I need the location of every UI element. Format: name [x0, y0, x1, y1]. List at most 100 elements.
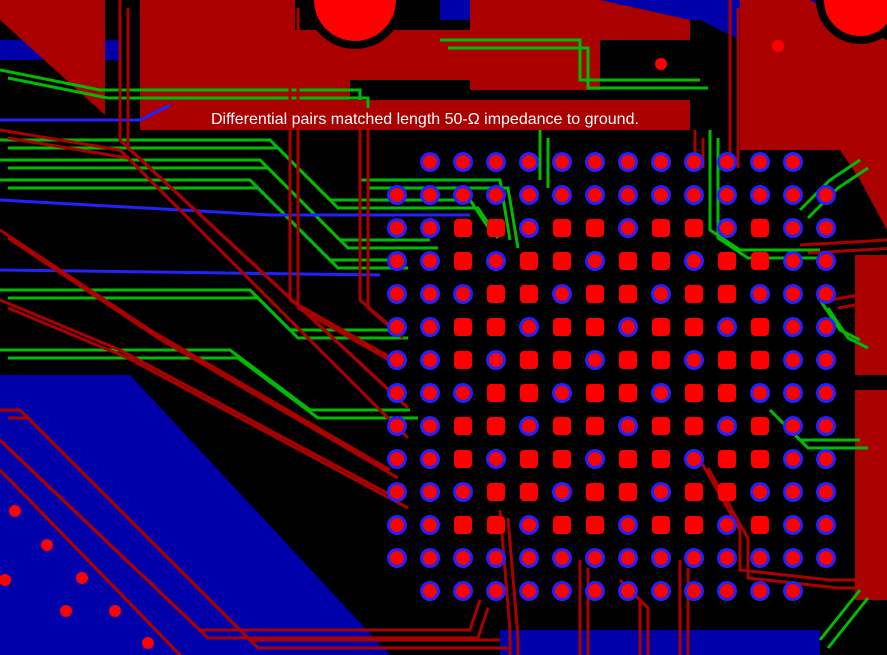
pad-center — [621, 188, 635, 202]
bga-pad — [585, 350, 605, 370]
bga-pad — [586, 384, 604, 402]
bga-pad — [519, 416, 539, 436]
trace-pair — [837, 301, 869, 310]
bga-pad — [651, 581, 671, 601]
smd-pad — [487, 483, 505, 501]
bga-pad — [585, 581, 605, 601]
bga-pad — [619, 252, 637, 270]
pad-center — [621, 518, 635, 532]
trace-pair — [8, 356, 418, 420]
bga-pad — [520, 384, 538, 402]
smd-pad — [718, 450, 736, 468]
bga-pad — [585, 185, 605, 205]
pad-center — [687, 584, 701, 598]
trace — [0, 348, 410, 412]
trace-pair — [826, 597, 870, 649]
smd-pad — [520, 450, 538, 468]
pad-center — [819, 452, 833, 466]
pad-center — [423, 320, 437, 334]
bga-pad — [420, 218, 440, 238]
bga-pad — [685, 285, 703, 303]
pad-center — [522, 221, 536, 235]
bga-pad — [816, 284, 836, 304]
pad-center — [753, 485, 767, 499]
bga-pad — [454, 516, 472, 534]
smd-pad — [454, 516, 472, 534]
bga-pad — [486, 581, 506, 601]
trace — [440, 38, 700, 82]
smd-pad — [751, 219, 769, 237]
smd-pad — [487, 219, 505, 237]
trace — [498, 509, 512, 655]
bga-pad — [618, 218, 638, 238]
trace-pair — [126, 8, 410, 410]
bga-pad — [652, 219, 670, 237]
bga-pad — [520, 351, 538, 369]
smd-pad — [586, 516, 604, 534]
bga-pad — [685, 219, 703, 237]
bga-pad — [651, 185, 671, 205]
pad-center — [654, 287, 668, 301]
bga-pad — [816, 317, 836, 337]
bga-pad — [651, 383, 671, 403]
smd-pad — [553, 252, 571, 270]
pad-center — [753, 386, 767, 400]
bga-pad — [816, 416, 836, 436]
bga-pad — [618, 185, 638, 205]
bga-pad — [487, 483, 505, 501]
pad-center — [390, 419, 404, 433]
bga-pad — [618, 548, 638, 568]
bga-pad — [651, 548, 671, 568]
bga-pad — [751, 351, 769, 369]
smd-pad — [652, 417, 670, 435]
bga-pad — [520, 252, 538, 270]
bga-pad — [420, 185, 440, 205]
bga-pad — [519, 218, 539, 238]
smd-pad — [652, 516, 670, 534]
bga-pad — [684, 581, 704, 601]
bga-pad — [684, 152, 704, 172]
bga-pad — [717, 317, 737, 337]
pad-center — [687, 452, 701, 466]
pad-center — [621, 320, 635, 334]
pad-center — [786, 254, 800, 268]
bga-pad — [454, 318, 472, 336]
bga-pad — [816, 350, 836, 370]
smd-pad — [751, 450, 769, 468]
smd-pad — [520, 483, 538, 501]
trace-pair — [296, 8, 404, 370]
smd-pad — [685, 417, 703, 435]
bga-pad — [717, 515, 737, 535]
bga-pad — [652, 450, 670, 468]
pad-center — [687, 188, 701, 202]
pad-center — [720, 518, 734, 532]
pad-center — [753, 287, 767, 301]
pad-center — [786, 155, 800, 169]
smd-pad — [520, 252, 538, 270]
pad-center — [423, 584, 437, 598]
bga-pad — [783, 581, 803, 601]
pad-center — [687, 551, 701, 565]
pad-center — [390, 386, 404, 400]
pad-center — [555, 551, 569, 565]
pad-center — [819, 188, 833, 202]
bga-pad — [420, 416, 440, 436]
pad-center — [588, 155, 602, 169]
bga-pad — [717, 581, 737, 601]
smd-pad — [586, 219, 604, 237]
pad-center — [522, 320, 536, 334]
bga-pad — [387, 251, 407, 271]
bga-pad — [750, 482, 770, 502]
bga-pad — [453, 548, 473, 568]
bga-pad — [618, 152, 638, 172]
smd-pad — [586, 483, 604, 501]
pad-center — [753, 188, 767, 202]
pad-center — [555, 287, 569, 301]
smd-pad — [487, 285, 505, 303]
pad-center — [456, 155, 470, 169]
pad-center — [555, 485, 569, 499]
bga-pad — [816, 383, 836, 403]
bga-pad — [816, 548, 836, 568]
bga-pad — [619, 351, 637, 369]
bga-pad — [783, 383, 803, 403]
